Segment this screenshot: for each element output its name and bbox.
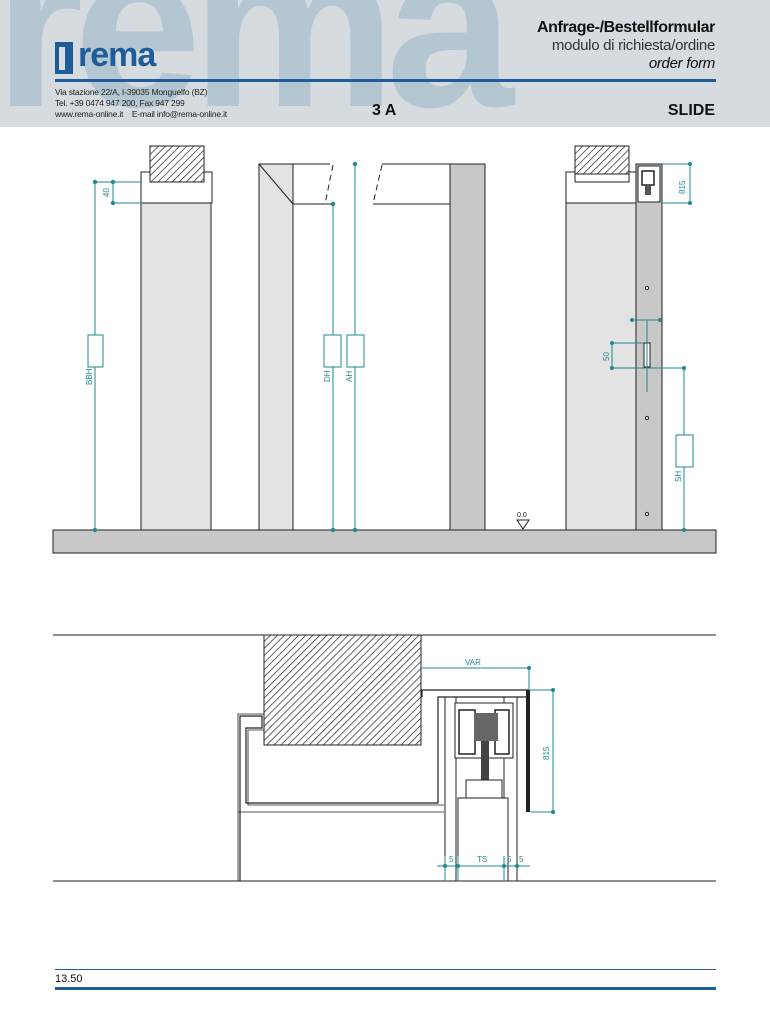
address-line-3: www.rema-online.it E-mail info@rema-onli… [55,109,227,119]
dim-dh-label: DH [323,370,332,382]
dim-5c-label: 5 [519,855,524,864]
floor-level-label: 0.0 [517,512,527,519]
page-number: 13.50 [55,973,83,985]
elevation-view-2: DH AH [258,161,365,533]
address-line-2: Tel. +39 0474 947 200, Fax 947 299 [55,98,185,108]
title-english: order form [648,55,715,72]
elevation-view-1: 40 BBH [85,145,213,533]
background-brand-word: rema [0,0,514,127]
footer-divider-thin [55,969,716,970]
dim-815-section-label: 815 [542,746,551,760]
system-name: SLIDE [667,102,715,119]
title-german: Anfrage-/Bestellformular [537,19,715,36]
dim-bbh-label: BBH [85,368,94,385]
dim-ah-label: AH [345,371,354,382]
elevation-view-3: 0.0 [372,163,531,531]
address-line-1: Via stazione 22/A, I-39035 Monguelfo (BZ… [55,87,208,97]
rema-logo-icon [55,42,73,74]
dim-sh-label: SH [674,471,683,482]
dim-50-label: 50 [602,352,611,361]
logo-text: rema [78,36,156,74]
dim-5b-label: 5 [507,855,512,864]
title-italian: modulo di richiesta/ordine [551,37,715,54]
dim-40-label: 40 [102,188,111,197]
footer-divider-thick [55,987,716,990]
header-divider [55,79,716,82]
header: rema rema Anfrage-/Bestellformular modul… [0,0,770,127]
floor-slab [52,529,717,554]
technical-drawing: 40 BBH DH AH 0.0 [52,145,717,882]
dim-var-label: VAR [465,658,481,667]
dim-5a-label: 5 [449,855,454,864]
plan-section: VAR 815 5 TS 5 5 [53,634,716,882]
elevation-view-4: 815 50 SH [565,145,694,532]
dim-ts-label: TS [477,855,487,864]
dim-815-top-label: 815 [678,180,687,194]
model-code: 3 A [372,102,397,119]
